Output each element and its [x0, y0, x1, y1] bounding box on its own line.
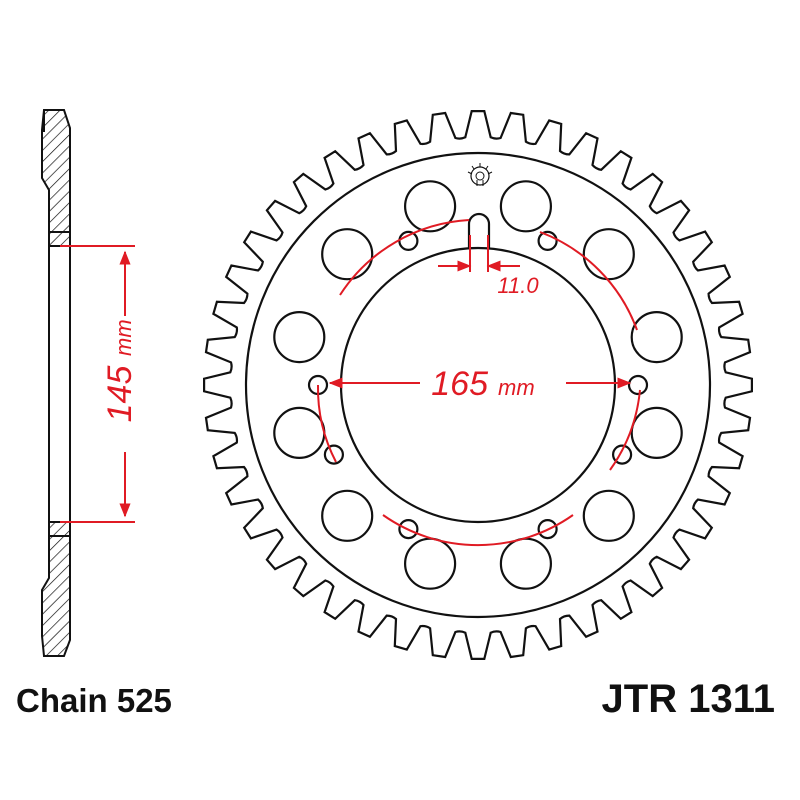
side-profile-view: 145 mm [41, 109, 139, 657]
part-number: JTR 1311 [602, 677, 775, 721]
lightening-hole [582, 228, 635, 281]
side-profile-bottom-section [41, 535, 71, 657]
pcd-dimension-value: 165 [431, 365, 488, 403]
lightening-hole [404, 537, 457, 590]
lightening-hole [582, 489, 635, 542]
sprocket-front-view [203, 110, 753, 660]
lightening-holes [273, 180, 683, 590]
side-dimension-value: 145 [101, 366, 139, 423]
bolt-hole-value: 11.0 [497, 273, 539, 298]
lightening-hole [499, 537, 553, 590]
lightening-hole [404, 180, 457, 233]
lightening-hole [630, 406, 683, 459]
side-profile-plate [48, 245, 71, 523]
side-profile-lower-web [48, 521, 71, 537]
mounting-bolt-hole [323, 444, 344, 465]
pcd-dimension: 165 mm [328, 365, 632, 403]
sprocket-teeth-outline [203, 110, 753, 660]
sprocket-inner-ring [244, 151, 712, 619]
side-profile-top-section [41, 109, 71, 233]
bolt-hole-dimension: 11.0 [438, 235, 539, 298]
chain-label: Chain 525 [16, 682, 172, 719]
lightening-hole [273, 406, 326, 459]
mounting-bolt-hole [398, 518, 419, 540]
side-profile-upper-web [48, 231, 71, 247]
pcd-dimension-unit: mm [498, 375, 535, 400]
jt-sprocket-logo-icon [467, 163, 493, 186]
mounting-bolt-hole [537, 518, 558, 540]
lightening-hole [630, 311, 683, 364]
lightening-hole [273, 311, 326, 364]
mounting-bolt-hole [627, 374, 649, 396]
lightening-hole [321, 489, 374, 542]
mounting-bolt-hole [611, 444, 633, 465]
mounting-bolt-hole [537, 230, 558, 251]
top-bolt-slot [467, 212, 491, 248]
pcd-circle-arcs [316, 219, 641, 547]
side-dimension-unit: mm [111, 319, 136, 356]
lightening-hole [499, 180, 553, 233]
lightening-hole [321, 228, 374, 281]
